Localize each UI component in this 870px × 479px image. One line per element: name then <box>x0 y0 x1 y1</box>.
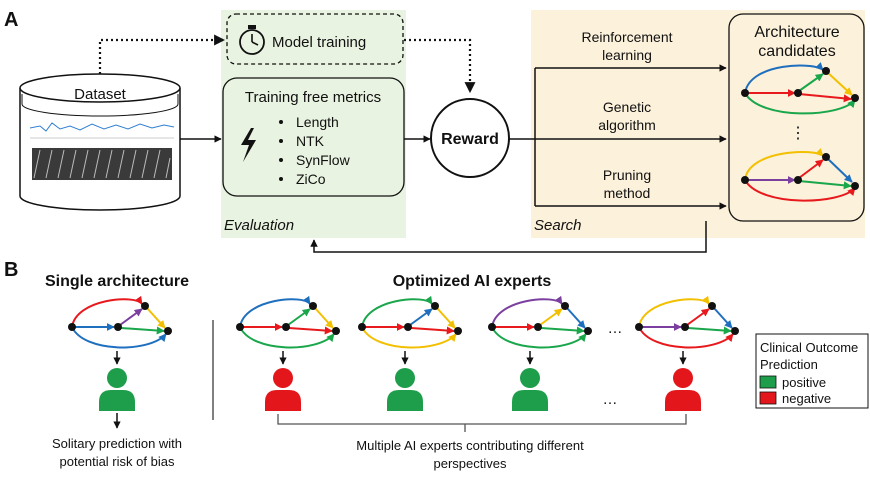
architecture-candidates-box <box>728 13 865 222</box>
expert-ellipsis: … <box>603 391 618 408</box>
multiple-text: perspectives <box>434 456 507 471</box>
method-label: algorithm <box>598 117 656 133</box>
experts-bracket <box>277 414 687 425</box>
experts <box>99 351 701 411</box>
method-label: Genetic <box>603 99 651 115</box>
reward-label: Reward <box>441 131 499 148</box>
positive-expert-icon <box>387 351 423 411</box>
graph-node <box>164 327 172 335</box>
negative-expert-icon <box>265 351 301 411</box>
lightning-icon <box>241 128 256 162</box>
negative-expert-icon <box>665 351 701 411</box>
method-label: learning <box>602 47 652 63</box>
feedback-arrow <box>310 221 707 253</box>
legend-positive-swatch <box>759 375 777 389</box>
positive-expert-icon <box>99 351 135 411</box>
candidates-title: Architecture <box>754 24 839 41</box>
optimized-experts-title: Optimized AI experts <box>393 273 552 290</box>
evaluation-label: Evaluation <box>224 217 294 234</box>
architecture-graph <box>635 295 739 349</box>
panel-a-label: A <box>4 9 18 31</box>
graph-node <box>282 323 290 331</box>
method-label: Pruning <box>603 167 651 183</box>
candidates-title: candidates <box>758 43 835 60</box>
method-label: method <box>604 185 651 201</box>
solitary-text: Solitary prediction with <box>52 436 182 451</box>
tfm-title: Training free metrics <box>245 89 381 106</box>
training-free-metrics-box <box>222 77 405 197</box>
graph-node <box>236 323 244 331</box>
training-to-reward-arrow <box>404 38 476 94</box>
solitary-text: potential risk of bias <box>60 454 175 469</box>
single-architecture-title: Single architecture <box>45 273 189 290</box>
legend-positive-label: positive <box>782 375 826 390</box>
graph-node <box>584 327 592 335</box>
model-training-label: Model training <box>272 34 366 51</box>
dataset-label: Dataset <box>74 86 127 103</box>
graph-node <box>358 323 366 331</box>
candidates-ellipsis: ⋮ <box>790 125 806 142</box>
legend-title: Prediction <box>760 357 818 372</box>
stopwatch-icon <box>239 25 265 55</box>
graph-node <box>68 323 76 331</box>
graph-node <box>309 302 317 310</box>
architecture-graph <box>358 295 462 349</box>
graph-node <box>534 323 542 331</box>
graph-node <box>681 323 689 331</box>
graph-node <box>431 302 439 310</box>
legend-negative-label: negative <box>782 391 831 406</box>
panel-b-label: B <box>4 259 18 281</box>
candidate-graph <box>741 62 859 115</box>
metric-item: SynFlow <box>296 152 351 168</box>
graph-node <box>114 323 122 331</box>
search-label: Search <box>534 217 582 234</box>
metric-item: ZiCo <box>296 171 326 187</box>
metric-item: NTK <box>296 133 325 149</box>
expert-graphs <box>68 295 739 349</box>
metric-item: Length <box>296 114 339 130</box>
graph-node <box>635 323 643 331</box>
candidate-graph <box>741 148 859 202</box>
graph-node <box>488 323 496 331</box>
legend-title: Clinical Outcome <box>760 340 858 355</box>
dataset-to-training-arrow <box>98 34 226 74</box>
positive-expert-icon <box>512 351 548 411</box>
graph-ellipsis: … <box>608 320 623 337</box>
model-training-box <box>226 13 404 65</box>
graph-node <box>454 327 462 335</box>
metric-list: Length NTK SynFlow ZiCo <box>279 114 351 187</box>
graph-node <box>332 327 340 335</box>
legend-negative-swatch <box>759 391 777 405</box>
architecture-graph <box>68 295 172 349</box>
architecture-graph <box>488 295 592 349</box>
reward-circle <box>430 98 510 178</box>
graph-node <box>708 302 716 310</box>
multiple-text: Multiple AI experts contributing differe… <box>356 438 584 453</box>
graph-node <box>731 327 739 335</box>
graph-node <box>141 302 149 310</box>
method-label: Reinforcement <box>581 29 672 45</box>
graph-node <box>561 302 569 310</box>
graph-node <box>404 323 412 331</box>
architecture-graph <box>236 295 340 349</box>
